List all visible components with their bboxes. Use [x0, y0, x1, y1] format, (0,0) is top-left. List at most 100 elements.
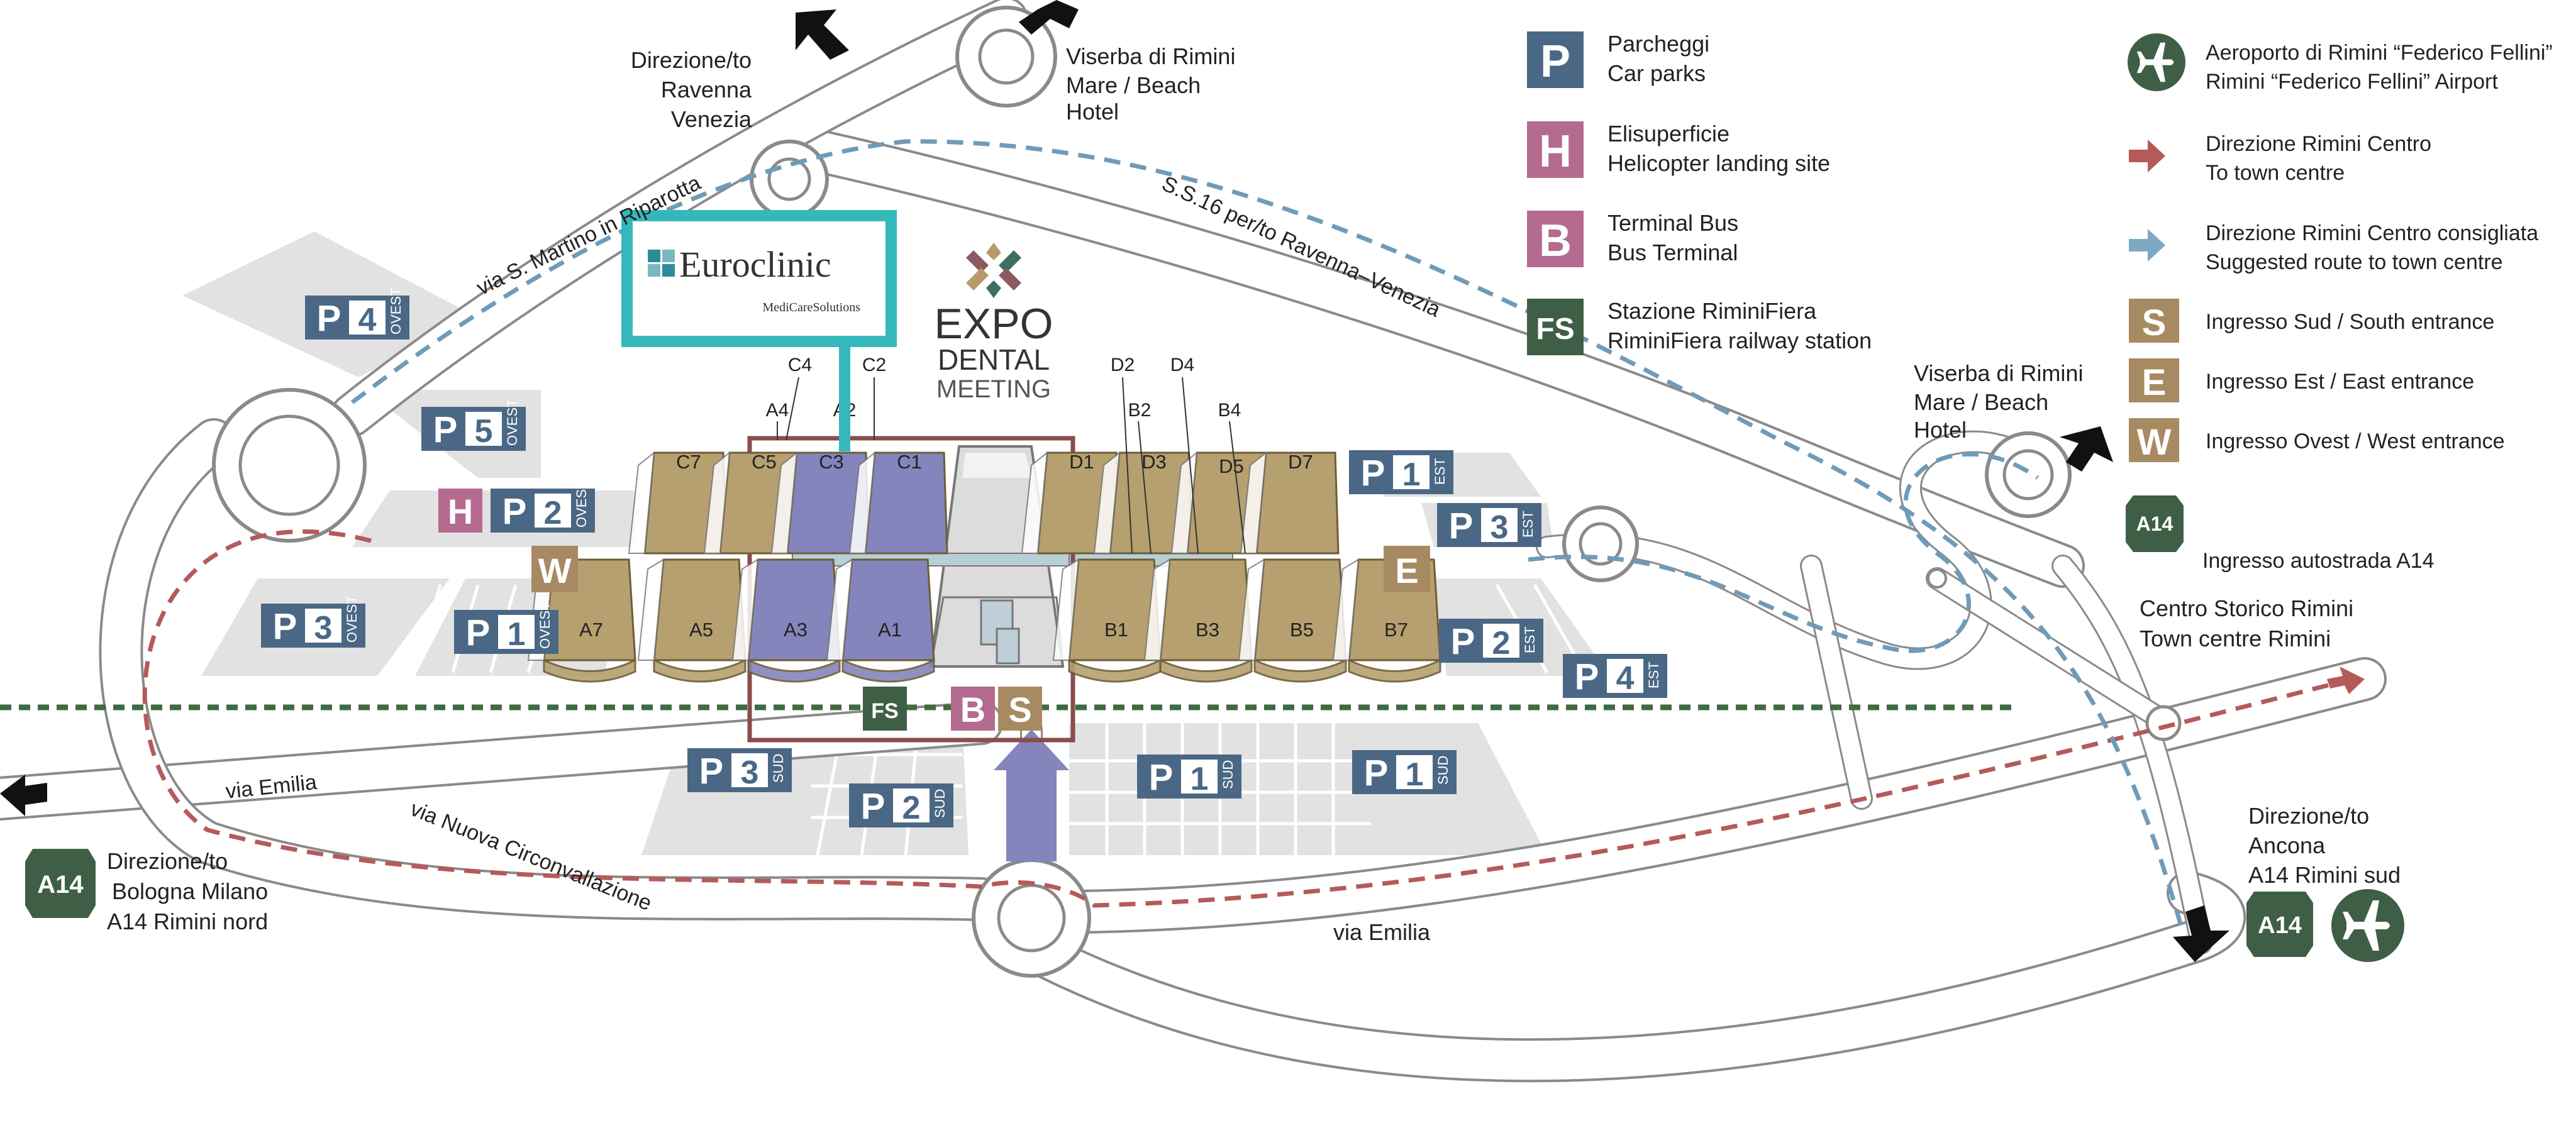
parking-p2-number: 2 — [544, 495, 562, 531]
svg-text:P: P — [466, 612, 491, 653]
sponsor-name: Euroclinic — [679, 244, 831, 285]
svg-text:Mare / Beach: Mare / Beach — [1066, 72, 1201, 98]
parking-p2-sud-number: 2 — [902, 790, 921, 826]
east-entrance-marker: E — [1384, 546, 1430, 592]
legend-item-west-entrance: W Ingresso Ovest / West entrance — [2129, 418, 2505, 463]
arrow-south-east — [2173, 905, 2229, 962]
hall-a5 — [653, 558, 747, 661]
hall-buildings — [527, 451, 1441, 683]
legend-motorway-label: Ingresso autostrada A14 — [2202, 549, 2434, 573]
south-entrance-marker: S — [998, 687, 1042, 731]
bus-terminal-marker: B — [951, 687, 995, 731]
helipad-marker: H — [438, 489, 482, 533]
parking-p5-zone: OVEST — [504, 399, 520, 446]
railway-station-marker: FS — [863, 687, 907, 731]
legend-item-railway-station: FS Stazione RiminiFiera RiminiFiera rail… — [1527, 298, 1872, 355]
hall-a3-front — [747, 658, 841, 683]
expo-logo-mark-icon — [966, 243, 1021, 298]
parking-p1-est-number: 1 — [1402, 456, 1421, 493]
parking-p2-est-zone: EST — [1522, 626, 1538, 653]
parking-p3-est-number: 3 — [1491, 509, 1509, 546]
hall-b5-front — [1253, 658, 1347, 683]
hall-a5-side — [637, 558, 665, 661]
hall-c7-side — [628, 451, 655, 554]
hall-a3 — [747, 558, 841, 661]
sponsor-euroclinic: Euroclinic MediCareSolutions — [621, 210, 897, 451]
legend-parking-it: Parcheggi — [1607, 31, 1709, 57]
road-network — [0, 0, 2387, 1083]
hall-label-b1: B1 — [1104, 619, 1128, 641]
parking-p4-zone: OVEST — [388, 287, 404, 335]
exhibition-complex: A7 A5 A3 A1 B1 B3 B5 B7 C7 C5 C3 C1 D1 D… — [527, 355, 1441, 743]
svg-text:P: P — [1575, 656, 1599, 697]
svg-text:A14 Rimini nord: A14 Rimini nord — [107, 909, 268, 934]
svg-text:B: B — [960, 690, 985, 729]
hall-label-b5: B5 — [1290, 619, 1314, 641]
hall-pointer-c4: C4 — [788, 355, 812, 375]
hall-label-d1: D1 — [1069, 451, 1094, 473]
parking-p3-est-zone: EST — [1520, 511, 1536, 538]
helipad-icon — [1527, 121, 1584, 178]
svg-text:H: H — [1539, 126, 1572, 177]
euroclinic-logo-icon — [648, 250, 675, 277]
hall-pointer-b2: B2 — [1128, 400, 1152, 421]
svg-text:Viserba di Rimini: Viserba di Rimini — [1066, 43, 1235, 69]
parking-p3-ovest: P 3 OVEST — [261, 595, 365, 648]
hall-label-c5: C5 — [752, 451, 777, 473]
legend-directions: Aeroporto di Rimini “Federico Fellini” R… — [2126, 33, 2553, 573]
svg-text:P: P — [502, 491, 527, 532]
legend-item-airport: Aeroporto di Rimini “Federico Fellini” R… — [2128, 33, 2553, 94]
sponsor-frame — [621, 210, 897, 347]
parking-p1-sud-east-zone: SUD — [1435, 756, 1451, 785]
parking-p4-est: P 4 EST — [1563, 654, 1667, 698]
legend-item-suggested-route: Direzione Rimini Centro consigliata Sugg… — [2129, 221, 2538, 274]
svg-text:Viserba di Rimini: Viserba di Rimini — [1914, 360, 2083, 386]
parking-p5-ovest: P 5 OVEST — [421, 399, 526, 451]
hall-a3-side — [731, 558, 759, 661]
svg-text:P: P — [1364, 753, 1389, 793]
parking-p1-number: 1 — [508, 616, 526, 653]
hall-b3 — [1159, 558, 1253, 661]
legend-facilities: P Parcheggi Car parks H Elisuperficie He… — [1527, 31, 1872, 355]
airplane-icon — [2343, 900, 2390, 951]
arrow-north-right — [1019, 0, 1079, 35]
railway-station-icon — [1527, 299, 1584, 355]
hall-b5 — [1253, 558, 1347, 661]
svg-text:B: B — [1539, 216, 1572, 266]
parking-p1-zone: OVEST — [537, 602, 553, 649]
expo-subtitle-meeting: MEETING — [936, 375, 1051, 403]
place-ravenna-venezia: Direzione/to Ravenna Venezia — [631, 47, 752, 132]
svg-text:FS: FS — [871, 699, 898, 723]
expo-dental-meeting-logo: EXPO DENTAL MEETING — [935, 243, 1053, 403]
legend-item-helipad: H Elisuperficie Helicopter landing site — [1527, 121, 1830, 178]
svg-text:P: P — [433, 409, 458, 450]
hall-a5-front — [653, 658, 747, 683]
hall-label-b7: B7 — [1384, 619, 1408, 641]
hall-d1-side — [1021, 451, 1048, 554]
legend-item-parking: P Parcheggi Car parks — [1527, 31, 1709, 88]
legend-bus-en: Bus Terminal — [1607, 240, 1738, 265]
legend-item-motorway: A14 Ingresso autostrada A14 — [2126, 495, 2434, 573]
direction-arrows — [0, 0, 2365, 962]
arrow-east-right — [2060, 426, 2113, 472]
hall-a1-front — [841, 658, 935, 683]
parking-p1-sud-east: P 1 SUD — [1352, 750, 1457, 794]
legend-town-centre-it: Direzione Rimini Centro — [2206, 132, 2431, 156]
east-entrance-icon — [2129, 358, 2179, 402]
svg-text:E: E — [1395, 551, 1418, 590]
hall-label-a7: A7 — [579, 619, 603, 641]
motorway-icon — [2126, 495, 2184, 552]
hall-a1-side — [826, 558, 853, 661]
arrow-south-entrance — [994, 729, 1069, 861]
parking-p4-est-zone: EST — [1646, 661, 1662, 688]
place-labels: Direzione/to Ravenna Venezia Viserba di … — [107, 43, 2401, 934]
svg-text:H: H — [448, 492, 473, 531]
hall-c5-side — [703, 451, 731, 554]
parking-p2-sud-zone: SUD — [932, 789, 948, 818]
hall-d7-side — [1240, 451, 1267, 554]
svg-text:A14: A14 — [37, 871, 84, 899]
west-entrance-marker: W — [531, 546, 578, 592]
route-to-town-centre — [142, 529, 2353, 908]
place-viserba-north: Viserba di Rimini Mare / Beach Hotel — [1066, 43, 1235, 124]
